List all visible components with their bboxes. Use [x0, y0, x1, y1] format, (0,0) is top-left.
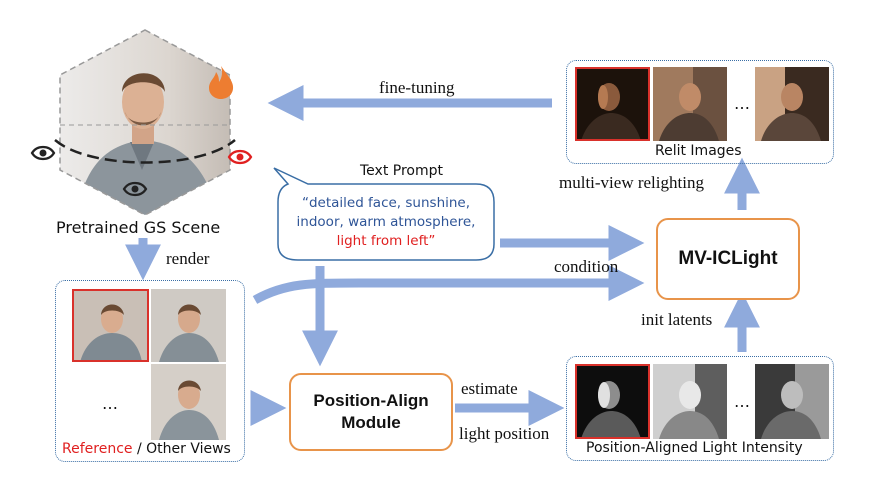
intensity-label: Position-Aligned Light Intensity [586, 440, 803, 456]
reference-view-photo [72, 289, 149, 362]
other-views-label: Other Views [146, 441, 231, 457]
intensity-ellipsis: … [734, 392, 750, 411]
prompt-line-highlight: light from left” [336, 233, 436, 249]
light-position-label: light position [459, 424, 550, 443]
eye-icon [30, 145, 56, 161]
flame-icon [209, 66, 234, 99]
text-prompt-title: Text Prompt [360, 163, 443, 179]
module-line: Module [341, 413, 401, 432]
prompt-line: indoor, warm atmosphere, [296, 214, 476, 230]
prompt-text: “detailed face, sunshine, indoor, warm a… [278, 194, 494, 251]
speech-bubble [273, 167, 495, 261]
other-view-photo [151, 289, 226, 362]
relit-ellipsis: … [734, 94, 750, 113]
module-line: Position-Align [313, 391, 429, 410]
intensity-image [755, 364, 829, 439]
render-label: render [166, 249, 210, 268]
multiview-relighting-label: multi-view relighting [559, 173, 704, 192]
other-view-photo [151, 364, 226, 440]
prompt-line: “detailed face, sunshine, [301, 195, 471, 211]
separator: / [132, 441, 147, 457]
relit-photo [755, 67, 829, 141]
position-align-module: Position-Align Module [289, 373, 453, 451]
eye-icon [122, 181, 148, 197]
intensity-panel [566, 356, 834, 461]
views-panel [55, 280, 245, 462]
estimate-label: estimate [461, 379, 518, 398]
relit-reference-photo [575, 67, 650, 141]
relit-images-label: Relit Images [655, 143, 742, 159]
init-latents-label: init latents [641, 310, 713, 329]
reference-label: Reference [62, 441, 133, 457]
mv-iclight-box: MV-ICLight [656, 218, 800, 300]
finetune-label: fine-tuning [379, 78, 455, 97]
relit-photo [653, 67, 727, 141]
arrow-views-to-iclight [252, 265, 645, 304]
scene-hexagon [54, 29, 236, 216]
intensity-reference-image [575, 364, 650, 439]
eye-icon-red [227, 149, 253, 165]
intensity-image [653, 364, 727, 439]
views-caption: Reference / Other Views [62, 441, 231, 457]
views-ellipsis: … [102, 394, 118, 413]
scene-label: Pretrained GS Scene [56, 218, 221, 237]
relit-images-panel [566, 60, 834, 164]
condition-label: condition [554, 257, 619, 276]
